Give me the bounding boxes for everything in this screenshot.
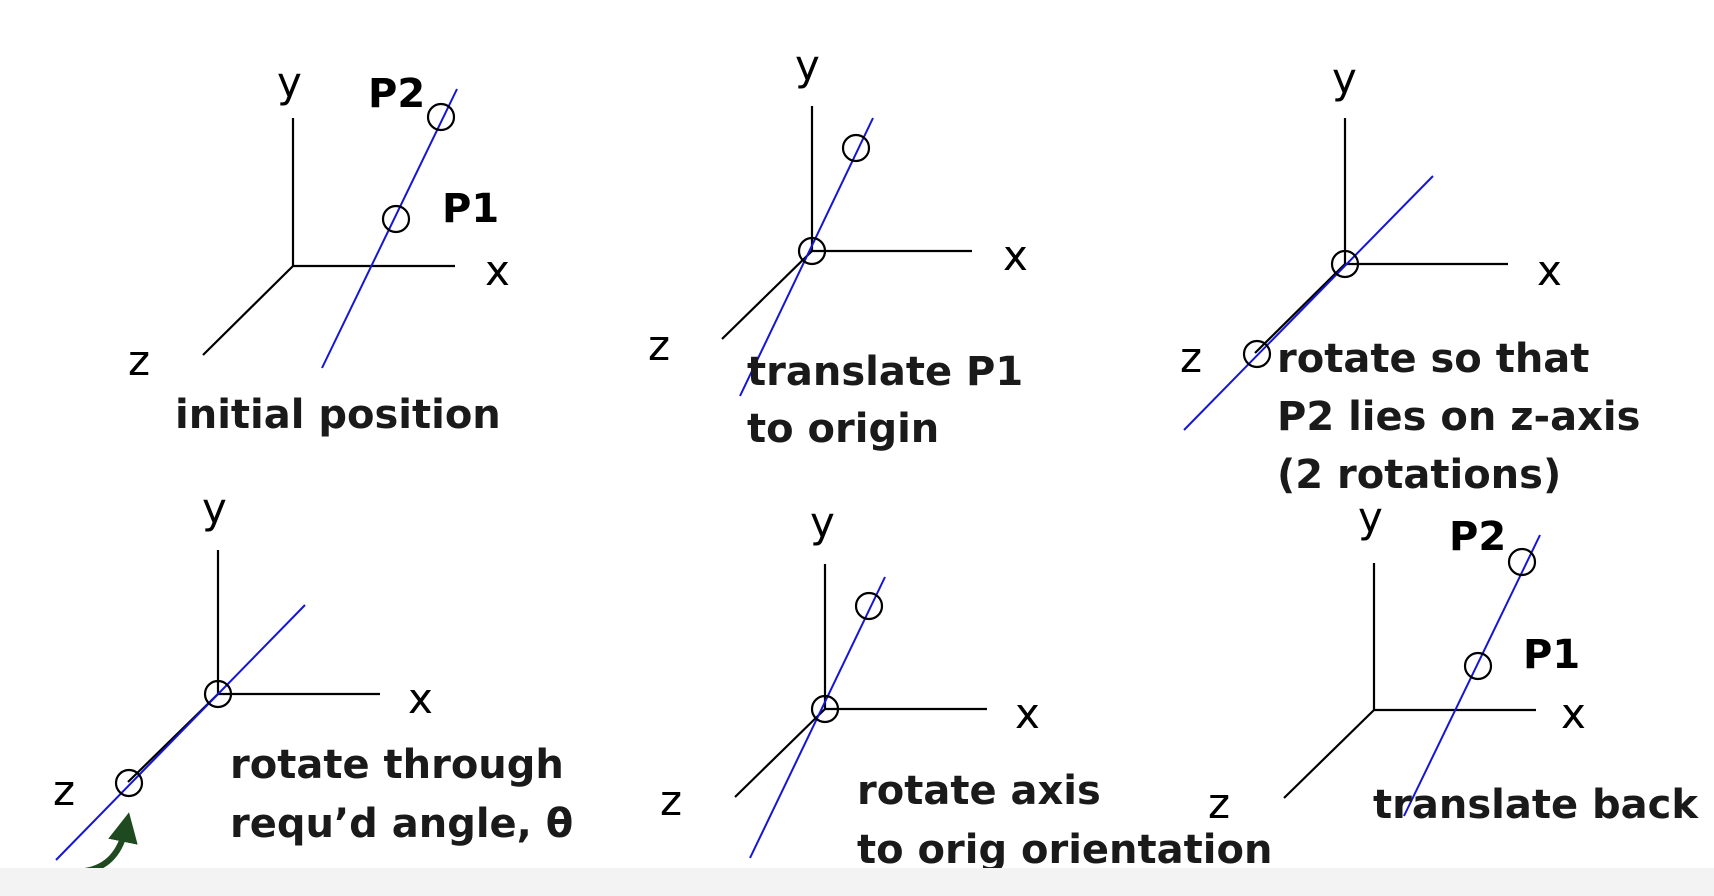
point-p1-label: P1: [1523, 632, 1580, 678]
caption-line-2: P2 lies on z-axis: [1277, 394, 1640, 440]
z-axis: [1283, 709, 1375, 799]
caption-translate-back: translate back: [1373, 782, 1699, 828]
rotation-axis-line: [55, 604, 306, 861]
z-axis-label: z: [1180, 333, 1202, 382]
point-p1-marker: [1330, 249, 1360, 279]
z-axis: [734, 708, 826, 798]
panel-rotate-back: y x z rotate axis to orig orientation: [660, 498, 1272, 873]
z-axis-label: z: [1208, 779, 1230, 828]
y-axis-label: y: [277, 58, 302, 107]
caption-line-3: (2 rotations): [1277, 452, 1561, 498]
curved-arrow-icon: [82, 812, 138, 874]
z-axis-label: z: [128, 336, 150, 385]
panel-translate-to-origin: y x z translate P1 to origin: [648, 41, 1028, 452]
panel-rotate-through-angle: y x z rotate through requ’d angle, θ: [53, 484, 573, 874]
caption-line-2: requ’d angle, θ: [230, 801, 573, 847]
x-axis-label: x: [485, 246, 510, 295]
caption-line-2: to orig orientation: [857, 827, 1272, 873]
caption-line-1: translate P1: [747, 349, 1023, 395]
z-axis-label: z: [53, 766, 75, 815]
y-axis-label: y: [1358, 493, 1383, 542]
y-axis-label: y: [1332, 54, 1357, 103]
rotation-axis-line: [1183, 175, 1434, 431]
panel-rotate-onto-z-axis: y x z rotate so that P2 lies on z-axis (…: [1180, 54, 1640, 498]
point-p1-marker: [810, 694, 840, 724]
caption-line-1: rotate axis: [857, 768, 1101, 814]
panel-initial-position: y x z P2 P1 initial position: [128, 58, 510, 438]
point-p2-marker: [426, 102, 456, 132]
point-p2-marker: [1242, 339, 1272, 369]
y-axis-label: y: [795, 41, 820, 90]
caption-line-2: to origin: [747, 406, 939, 452]
point-p2-marker: [854, 591, 884, 621]
y-axis-label: y: [202, 484, 227, 533]
x-axis-label: x: [1003, 231, 1028, 280]
point-p2-marker: [841, 133, 871, 163]
x-axis-label: x: [408, 674, 433, 723]
point-p2-marker: [114, 768, 144, 798]
rotation-axis-line: [739, 117, 874, 397]
point-p1-marker: [797, 236, 827, 266]
point-p1-marker: [203, 679, 233, 709]
rotation-axis-line: [321, 88, 458, 369]
point-p1-marker: [1463, 651, 1493, 681]
rotation-axis-line: [1403, 534, 1541, 817]
y-axis-label: y: [810, 498, 835, 547]
caption-line-1: rotate through: [230, 742, 564, 788]
caption-line-1: rotate so that: [1277, 336, 1589, 382]
caption-initial-position: initial position: [175, 392, 501, 438]
x-axis-label: x: [1015, 689, 1040, 738]
point-p2-label: P2: [1449, 514, 1506, 560]
x-axis-label: x: [1537, 246, 1562, 295]
z-axis: [202, 265, 294, 356]
panel-translate-back: y x z P2 P1 translate back: [1208, 493, 1699, 828]
z-axis: [721, 250, 813, 340]
point-p1-marker: [381, 204, 411, 234]
point-p2-marker: [1507, 547, 1537, 577]
point-p1-label: P1: [442, 186, 499, 232]
rotation-axis-line: [749, 576, 886, 859]
bottom-strip: [0, 868, 1714, 896]
z-axis-label: z: [660, 776, 682, 825]
x-axis-label: x: [1561, 689, 1586, 738]
z-axis: [1254, 263, 1346, 354]
z-axis-label: z: [648, 321, 670, 370]
point-p2-label: P2: [368, 71, 425, 117]
